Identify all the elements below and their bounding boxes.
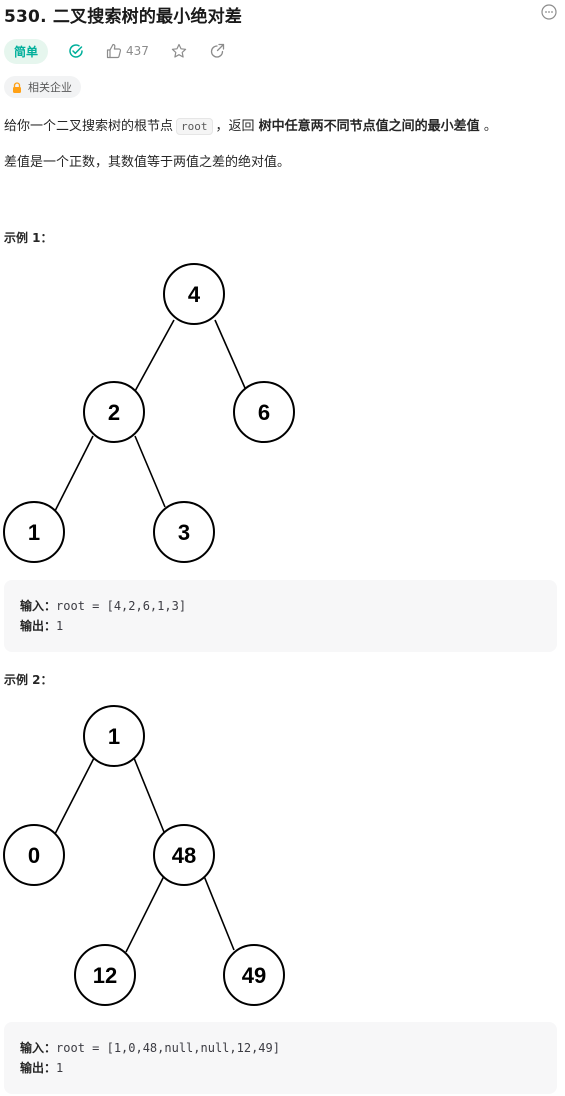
tree-edge [214, 319, 246, 389]
description-text: 。 [483, 119, 497, 134]
example-1-title: 示例 1： [4, 231, 53, 245]
tree-node: 6 [233, 381, 295, 443]
favorite-button[interactable] [171, 43, 187, 59]
company-tag-label: 相关企业 [28, 81, 72, 94]
tree-node: 4 [163, 263, 225, 325]
tree-node: 48 [153, 824, 215, 886]
output-label: 输出： [20, 619, 57, 633]
tree-node: 1 [3, 501, 65, 563]
svg-text:3: 3 [178, 520, 190, 545]
share-button[interactable] [209, 43, 225, 59]
tree-edge [133, 757, 165, 833]
like-button[interactable]: 437 [106, 43, 149, 59]
svg-text:12: 12 [93, 963, 117, 988]
svg-text:4: 4 [188, 282, 201, 307]
tree-node: 12 [74, 944, 136, 1006]
tree-node: 0 [3, 824, 65, 886]
svg-text:6: 6 [258, 400, 270, 425]
thumbs-up-icon [106, 43, 122, 59]
tree-node: 3 [153, 501, 215, 563]
check-circle-icon [69, 44, 83, 58]
share-icon [210, 43, 225, 58]
company-tag[interactable]: 相关企业 [4, 76, 81, 98]
svg-text:1: 1 [108, 724, 120, 749]
output-value: 1 [56, 619, 64, 633]
svg-text:2: 2 [108, 400, 120, 425]
svg-text:49: 49 [242, 963, 266, 988]
example-2-input: 输入：root = [1,0,48,null,null,12,49] [20, 1038, 541, 1058]
problem-title: 530. 二叉搜索树的最小绝对差 [4, 7, 243, 27]
tree-edge [54, 757, 95, 835]
example-2-output: 输出：1 [20, 1058, 541, 1078]
tree-edge [125, 875, 165, 953]
problem-meta: 简单 437 [4, 38, 247, 64]
tree-edge [133, 319, 175, 394]
tree-node: 2 [83, 381, 145, 443]
svg-text:0: 0 [28, 843, 40, 868]
example-2-title: 示例 2： [4, 673, 53, 687]
solved-indicator [68, 43, 84, 59]
star-icon [171, 43, 187, 58]
description-text: 给你一个二叉搜索树的根节点 [4, 119, 174, 134]
example-2-tree-image: 1 0 48 12 49 [3, 705, 285, 1006]
output-value: 1 [56, 1061, 64, 1075]
difficulty-badge: 简单 [4, 38, 49, 64]
tree-edge [134, 435, 166, 508]
input-label: 输入： [20, 599, 57, 613]
title-row: 530. 二叉搜索树的最小绝对差 [4, 2, 557, 27]
output-label: 输出： [20, 1061, 57, 1075]
more-icon[interactable] [541, 4, 557, 20]
tree-node: 1 [83, 705, 145, 767]
lock-icon [13, 81, 21, 93]
example-2-io: 输入：root = [1,0,48,null,null,12,49] 输出：1 [4, 1022, 557, 1094]
inline-code: root [176, 118, 213, 135]
description-paragraph-2: 差值是一个正数，其数值等于两值之差的绝对值。 [4, 155, 291, 170]
svg-text:1: 1 [28, 520, 40, 545]
example-1-tree-image: 4 2 6 1 3 [3, 263, 295, 563]
description-emphasis: 树中任意两不同节点值之间的最小差值 [258, 119, 480, 134]
input-value: root = [1,0,48,null,null,12,49] [56, 1041, 280, 1055]
input-label: 输入： [20, 1041, 57, 1055]
svg-text:48: 48 [172, 843, 196, 868]
tree-node: 49 [223, 944, 285, 1006]
input-value: root = [4,2,6,1,3] [56, 599, 187, 613]
description-text: ，返回 [215, 119, 255, 134]
example-1-output: 输出：1 [20, 616, 541, 636]
example-1-input: 输入：root = [4,2,6,1,3] [20, 596, 541, 616]
likes-count: 437 [126, 44, 149, 58]
tree-edge [203, 875, 235, 951]
tree-edge [54, 435, 94, 512]
example-1-io: 输入：root = [4,2,6,1,3] 输出：1 [4, 580, 557, 652]
